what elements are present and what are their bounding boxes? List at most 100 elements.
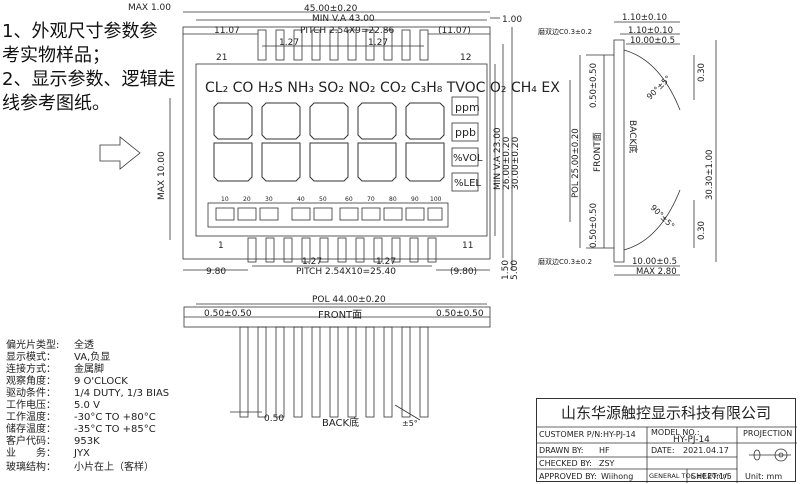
- date-value: 2021.04.17: [683, 446, 729, 455]
- bottom-pol: POL 44.00±0.20: [312, 295, 386, 305]
- unit-vol: %VOL: [453, 153, 483, 164]
- note-line-1: 1、外观尺寸参数参: [2, 21, 158, 42]
- svg-text:100: 100: [430, 196, 442, 203]
- d150-label: 1.50: [501, 260, 511, 280]
- vol-box: [451, 147, 479, 167]
- drawn-label: DRAWN BY:: [539, 446, 584, 455]
- bar-segments: [215, 207, 443, 221]
- unit-label: Unit: mm: [745, 472, 783, 481]
- note-line-2: 考实物样品；: [2, 45, 110, 66]
- right-100-label: 1.00: [502, 15, 522, 25]
- sheet-label: SHEET:1/5: [691, 472, 732, 481]
- max-top-label: MAX 1.00: [128, 3, 171, 13]
- side-110-a: 1.10±0.10: [622, 13, 667, 23]
- right-offset-label: (11.07): [438, 26, 471, 36]
- svg-text:90: 90: [411, 196, 419, 203]
- side-050-b: 0.50±0.50: [589, 203, 599, 248]
- pin-12-label: 12: [460, 53, 471, 63]
- bottom-view-pins: [239, 326, 429, 418]
- pin-width-label: 0.50: [264, 414, 284, 424]
- svg-text:80: 80: [389, 196, 397, 203]
- bottom-back: BACK底: [322, 416, 359, 429]
- svg-text:10: 10: [221, 196, 229, 203]
- width-overall-label: 45.00±0.20: [304, 4, 358, 14]
- svg-text:50: 50: [319, 196, 327, 203]
- pitch-127-b: 1.27: [368, 38, 388, 48]
- right-980-label: (9.80): [450, 267, 477, 277]
- side-050-a: 0.50±0.50: [589, 63, 599, 108]
- model-label: MODEL NO.:: [651, 428, 700, 437]
- bottom-right: 0.50±0.50: [436, 309, 484, 319]
- side-total: 30.30±1.00: [705, 150, 715, 200]
- ppm-box: [451, 96, 479, 116]
- svg-text:60: 60: [345, 196, 353, 203]
- approved-value: Wiihong: [601, 472, 634, 481]
- bottom-angle: ±5°: [402, 419, 418, 428]
- angle-top-label: 90°±5°: [645, 74, 673, 102]
- checked-value: ZSY: [599, 459, 615, 468]
- gas-labels: CL₂ CO H₂S NH₃ SO₂ NO₂ CO₂ C₃H₈ TVOC O₂ …: [205, 80, 560, 96]
- side-110-b: 1.10±0.10: [628, 26, 673, 36]
- svg-text:40: 40: [297, 196, 305, 203]
- unit-ppb: ppb: [455, 126, 476, 139]
- digit-segments: [213, 102, 445, 182]
- side-1000-b: 10.00±0.5: [632, 257, 677, 267]
- bar-scale: 10 20 30 40 50 60 70 80 90 100: [221, 196, 442, 203]
- viewing-area: [195, 63, 488, 237]
- side-max280: MAX 2.80: [636, 267, 677, 277]
- drawn-value: HF: [599, 446, 610, 455]
- left-980-label: 9.80: [206, 267, 226, 277]
- bar-graph-frame: [207, 202, 449, 228]
- bottom-pins: [247, 237, 437, 263]
- bottom-front: FRONT面: [318, 310, 362, 321]
- top-pins: [257, 29, 429, 61]
- pin-1-label: 1: [218, 241, 224, 251]
- bottom-left: 0.50±0.50: [204, 309, 252, 319]
- checked-label: CHECKED BY:: [539, 459, 592, 468]
- pin-21-label: 21: [216, 53, 227, 63]
- side-1000: 10.00±0.5: [630, 36, 675, 46]
- angle-arc-bot: [623, 189, 681, 251]
- side-front: FRONT面: [592, 132, 603, 172]
- glass-outline: [182, 26, 491, 260]
- svg-text:30: 30: [265, 196, 273, 203]
- side-030-a: 0.30: [697, 63, 707, 82]
- side-glass: [603, 39, 625, 263]
- min-va-h-label: MIN V.A 23.00: [493, 127, 503, 190]
- unit-lel: %LEL: [454, 178, 481, 189]
- side-pol: POL 25.00±0.20: [571, 128, 581, 198]
- max10-label: MAX 10.00: [157, 151, 167, 200]
- note-line-3: 2、显示参数、逻辑走: [2, 69, 176, 90]
- approved-label: APPROVED BY:: [539, 472, 597, 481]
- note-line-4: 线参考图纸。: [2, 93, 110, 114]
- customer-pn: CUSTOMER P/N:HY-PJ-14: [539, 430, 636, 439]
- ppb-box: [451, 122, 479, 142]
- unit-ppm: ppm: [455, 101, 480, 114]
- h26-label: 26.00±0.20: [502, 136, 512, 190]
- bot-127-b: 1.27: [376, 257, 396, 267]
- d500-label: 5.00: [510, 260, 520, 280]
- bot-127-a: 1.27: [302, 257, 322, 267]
- pitch-bot-label: PITCH 2.54X10=25.40: [296, 267, 396, 277]
- company-name: 山东华源触控显示科技有限公司: [560, 404, 771, 422]
- view-arrow-icon: [99, 136, 141, 170]
- pitch-127-a: 1.27: [279, 38, 299, 48]
- pin-11-label: 11: [462, 241, 473, 251]
- tolerance-label: GENERAL TOL.±0.20mm: [649, 472, 729, 480]
- chamfer-top: 磨双边C0.3±0.2: [538, 27, 592, 36]
- title-block: 山东华源触控显示科技有限公司 CUSTOMER P/N:HY-PJ-14 MOD…: [536, 398, 797, 483]
- lel-box: [451, 172, 479, 192]
- title-grid: [537, 426, 797, 483]
- side-030-b: 0.30: [697, 221, 707, 240]
- date-label: DATE:: [651, 446, 675, 455]
- h30-label: 30.00±0.20: [511, 136, 521, 190]
- min-va-label: MIN V.A 43.00: [312, 14, 375, 24]
- pitch-top-label: PITCH 2.54X9=22.86: [300, 26, 394, 36]
- side-back: BACK底: [627, 120, 639, 153]
- left-offset-label: 11.07: [214, 26, 240, 36]
- chamfer-bot: 磨双边C0.3±0.2: [538, 257, 592, 266]
- svg-text:20: 20: [243, 196, 251, 203]
- projection-label: PROJECTION: [743, 429, 793, 438]
